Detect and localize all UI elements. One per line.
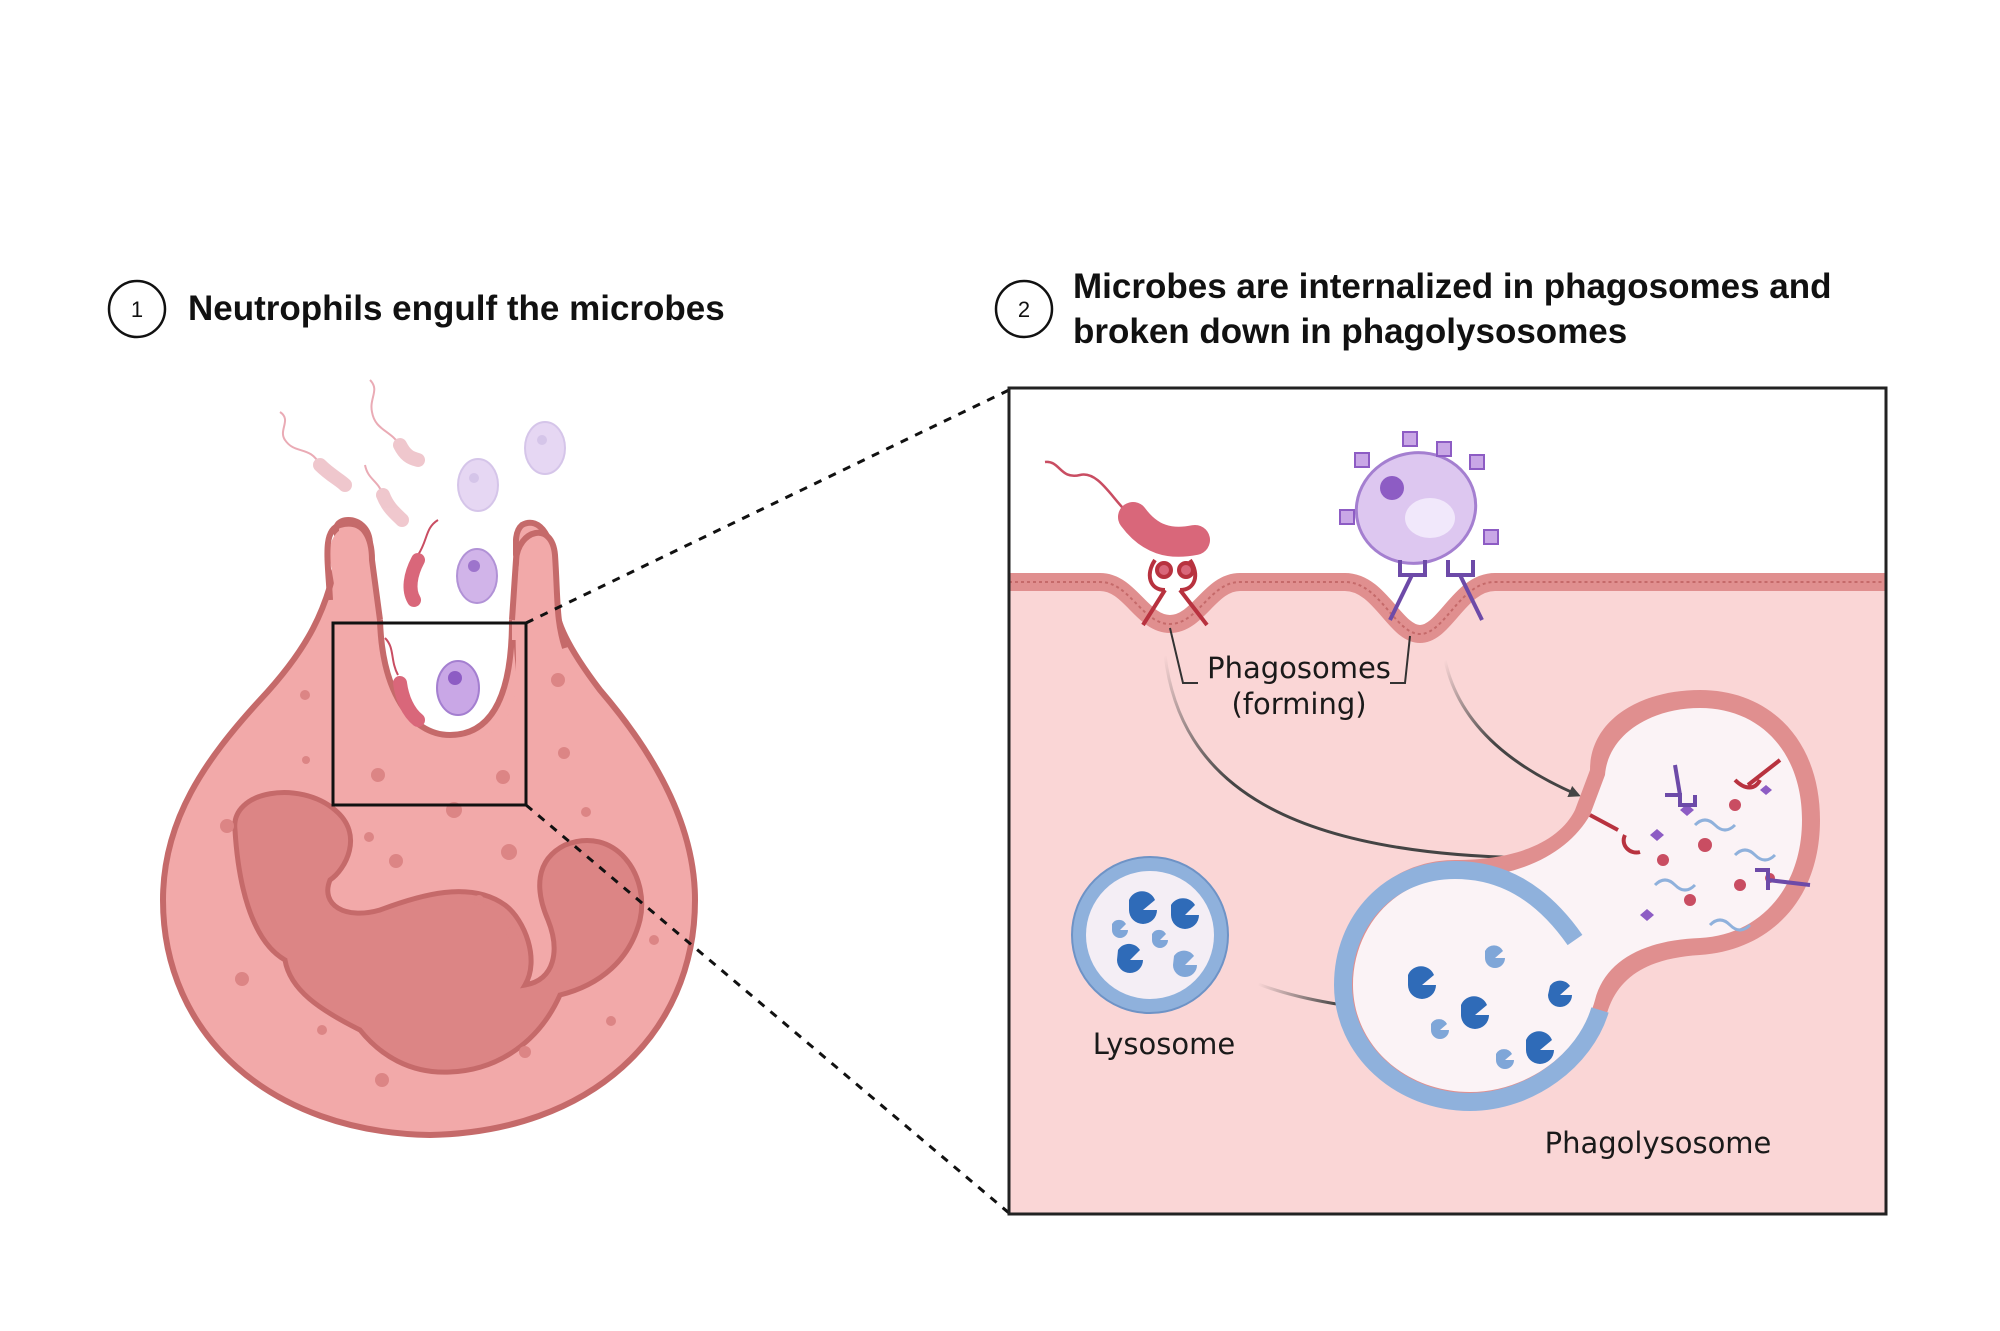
arrow-bacterium-to-phagolysosome [1163,654,1563,865]
bacterial-receptors [1141,558,1209,627]
bacterium-entering [403,519,439,607]
step2-number-badge [994,279,1054,339]
free-bacteria [279,379,439,727]
protozoan-vacuole [1405,498,1455,538]
protozoan-nucleus [1380,476,1404,500]
step2-title-line1: Microbes are internalized in phagosomes … [1073,267,1832,306]
protozoan-entering [456,548,498,604]
neutrophil-cell [159,517,699,1139]
cytoplasmic-granules [220,673,659,1087]
protozoan-faded-2 [524,421,566,475]
step1-heading: 1 Neutrophils engulf the microbes [107,279,725,339]
bacterium-faded-3 [364,464,409,527]
bacterium-faded-1 [279,411,352,492]
protozoan-engulfed [436,660,480,716]
lysosome-enzymes [1112,891,1199,977]
phagosomes-label-line1: Phagosomes [1207,651,1391,685]
free-protozoa [436,421,566,716]
lysosome-lumen [1086,871,1214,999]
step1-number: 1 [131,297,143,322]
phagolysosome: Phagolysosome [1333,690,1820,1160]
phagosomes-label-line2: (forming) [1231,687,1366,721]
phagolysosome-enzymes [1408,945,1572,1069]
lysosome: Lysosome [1071,856,1235,1061]
protozoan-bound [1339,431,1499,565]
step2-heading: 2 Microbes are internalized in phagosome… [994,267,1832,351]
bacterium-faded-2 [369,379,425,467]
panel-border [1007,386,1888,1216]
step2-title-line2: broken down in phagolysosomes [1073,312,1627,351]
step1-title: Neutrophils engulf the microbes [188,289,725,328]
phagolysosome-label: Phagolysosome [1545,1126,1772,1160]
phagolysosome-receptors [1589,758,1811,890]
pseudopod-left-edge [324,520,383,621]
zoom-line-top [525,388,1010,625]
pseudopod-left [329,526,380,620]
pseudopod-right-edge [509,529,568,649]
lobed-nucleus [232,790,645,1075]
bacterium-engulfed [384,637,425,727]
bacterium-bound [1044,460,1210,557]
protozoan-faded-1 [457,458,499,512]
protozoan-antigens [1339,431,1499,545]
bacterium-flagellum [1044,460,1134,519]
membrane-inner-line [1009,581,1886,636]
bacterium-body [1118,502,1210,557]
step2-number: 2 [1018,297,1030,322]
arrow-protozoan-to-phagolysosome [1443,659,1581,797]
pocket-rim [377,619,515,739]
lysosome-fused-ring [1333,860,1609,1112]
protozoan-receptors [1388,560,1484,621]
phagosomes-bracket [1169,627,1411,684]
lysosome-label: Lysosome [1093,1027,1235,1061]
step1-number-badge [107,279,167,339]
zoom-panel: Phagosomes (forming) Lysosome [1007,386,1888,1216]
zoom-region-box [331,621,528,807]
